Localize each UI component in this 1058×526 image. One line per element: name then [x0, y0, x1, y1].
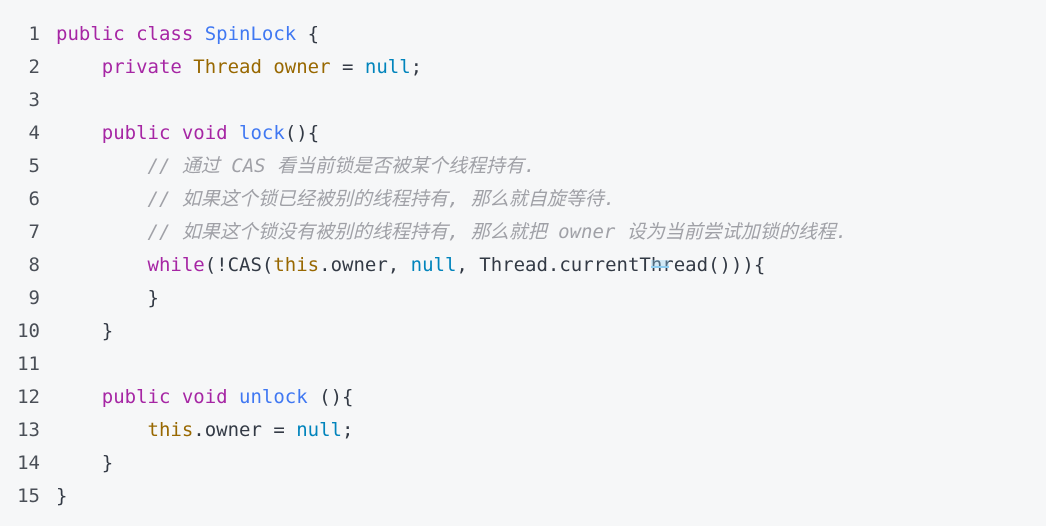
line-number: 6	[28, 188, 40, 210]
code-token: }	[56, 320, 114, 342]
line-number: 13	[17, 419, 40, 441]
code-token	[56, 122, 102, 144]
text-cursor	[651, 260, 669, 268]
code-token: unlock	[239, 386, 308, 408]
code-line-8: 8 while(!CAS(this.owner, null, Thread.cu…	[0, 249, 1046, 282]
line-number: 5	[28, 155, 40, 177]
code-line-1: 1 public class SpinLock {	[0, 18, 1046, 51]
code-token: Thread owner	[193, 56, 331, 78]
code-token: public void	[101, 122, 240, 144]
line-code: // 通过 CAS 看当前锁是否被某个线程持有.	[56, 150, 536, 183]
line-number: 8	[28, 254, 40, 276]
code-line-6: 6 // 如果这个锁已经被别的线程持有, 那么就自旋等待.	[0, 183, 1046, 216]
code-token: , Thread.currentThread())){	[456, 254, 766, 276]
line-number: 4	[28, 122, 40, 144]
code-line-15: 15}	[0, 480, 1046, 513]
code-token: // 如果这个锁没有被别的线程持有, 那么就把 owner 设为当前尝试加锁的线…	[147, 221, 848, 243]
code-token: while	[147, 254, 205, 276]
code-token: private	[101, 56, 194, 78]
code-token: ;	[342, 419, 354, 441]
code-token: null	[296, 419, 342, 441]
code-token: (){	[284, 122, 320, 144]
code-token	[56, 56, 102, 78]
line-code: // 如果这个锁没有被别的线程持有, 那么就把 owner 设为当前尝试加锁的线…	[56, 216, 848, 249]
code-token: }	[56, 287, 159, 309]
code-token: (!CAS(	[204, 254, 274, 276]
code-token: public void	[101, 386, 240, 408]
code-token: null	[364, 56, 411, 78]
code-line-13: 13 this.owner = null;	[0, 414, 1046, 447]
code-line-12: 12 public void unlock (){	[0, 381, 1046, 414]
code-token: (){	[307, 386, 354, 408]
line-code: }	[56, 315, 113, 348]
code-token	[56, 386, 102, 408]
code-line-10: 10 }	[0, 315, 1046, 348]
code-token	[56, 221, 148, 243]
code-token: lock	[239, 122, 285, 144]
code-token	[56, 155, 148, 177]
code-token: // 通过 CAS 看当前锁是否被某个线程持有.	[147, 155, 536, 177]
code-token: =	[330, 56, 365, 78]
code-token: this	[273, 254, 320, 276]
code-line-2: 2 private Thread owner = null;	[0, 51, 1046, 84]
line-code: this.owner = null;	[56, 414, 354, 447]
line-number: 14	[17, 452, 40, 474]
line-code: public class SpinLock {	[56, 18, 319, 51]
code-line-4: 4 public void lock(){	[0, 117, 1046, 150]
code-line-7: 7 // 如果这个锁没有被别的线程持有, 那么就把 owner 设为当前尝试加锁…	[0, 216, 1046, 249]
line-number: 3	[28, 89, 40, 111]
line-code: private Thread owner = null;	[56, 51, 422, 84]
line-code: while(!CAS(this.owner, null, Thread.curr…	[56, 249, 766, 282]
line-code: }	[56, 282, 159, 315]
line-code: public void lock(){	[56, 117, 319, 150]
line-number: 10	[17, 320, 40, 342]
line-number: 2	[28, 56, 40, 78]
code-line-14: 14 }	[0, 447, 1046, 480]
code-token: // 如果这个锁已经被别的线程持有, 那么就自旋等待.	[147, 188, 616, 210]
line-code: public void unlock (){	[56, 381, 354, 414]
code-line-5: 5 // 通过 CAS 看当前锁是否被某个线程持有.	[0, 150, 1046, 183]
line-number: 7	[28, 221, 40, 243]
code-token	[56, 254, 148, 276]
code-token: null	[410, 254, 457, 276]
code-token: ;	[410, 56, 423, 78]
line-number: 15	[17, 485, 40, 507]
code-line-3: 3	[0, 84, 1046, 117]
code-token: }	[56, 452, 114, 474]
code-line-11: 11	[0, 348, 1046, 381]
code-token: }	[56, 485, 68, 507]
code-token	[56, 188, 148, 210]
code-token: SpinLock	[204, 23, 297, 45]
line-number: 12	[17, 386, 40, 408]
code-token: public class	[56, 23, 205, 45]
code-token: this	[147, 419, 194, 441]
line-code: }	[56, 480, 67, 513]
code-token: .owner =	[193, 419, 297, 441]
code-token: {	[296, 23, 320, 45]
code-token	[56, 419, 148, 441]
line-number: 1	[28, 23, 40, 45]
code-token: .owner,	[319, 254, 411, 276]
line-number: 11	[17, 353, 40, 375]
code-line-9: 9 }	[0, 282, 1046, 315]
line-code: // 如果这个锁已经被别的线程持有, 那么就自旋等待.	[56, 183, 616, 216]
line-code: }	[56, 447, 113, 480]
line-number: 9	[28, 287, 40, 309]
